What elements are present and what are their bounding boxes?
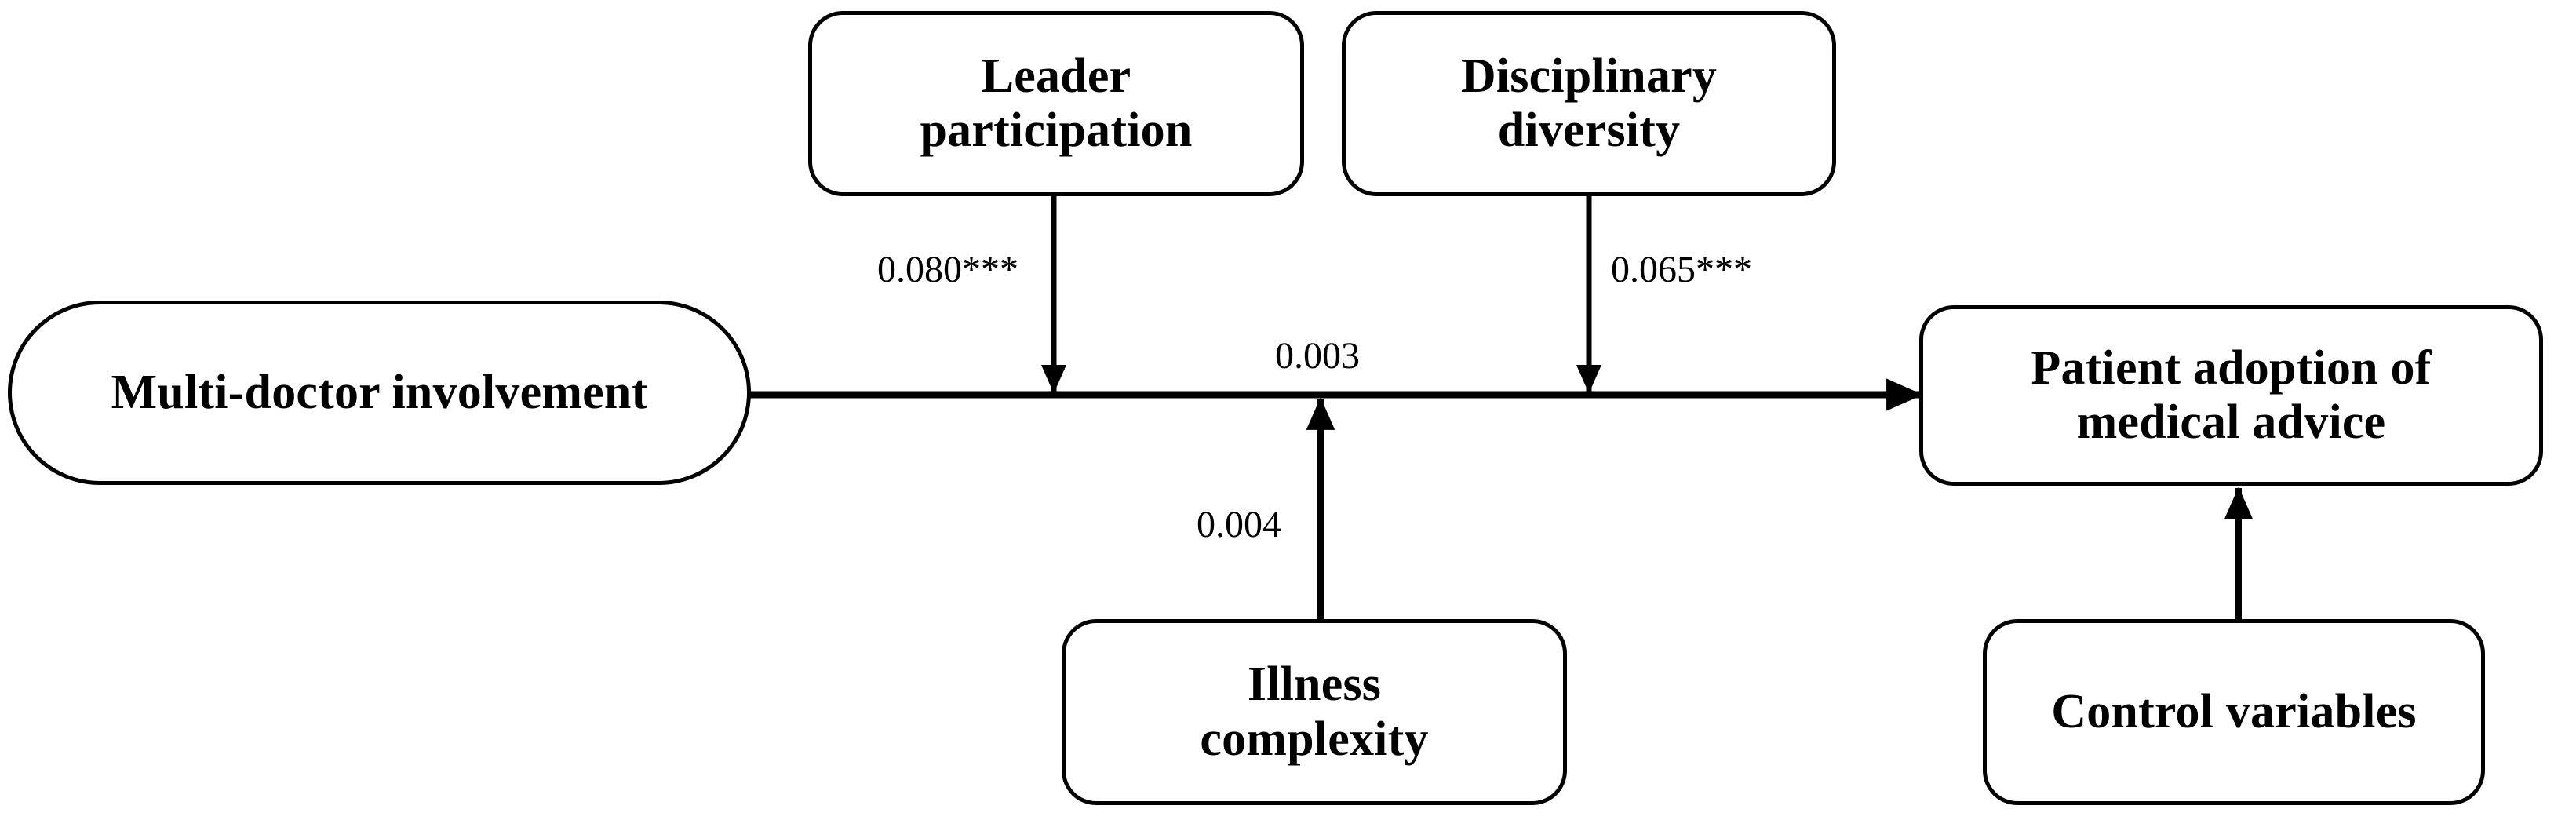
edge-label-disciplinary-diversity-coefficient: 0.065***	[1611, 249, 1752, 290]
node-label-patient-adoption-of-medical-advice: Patient adoption of medical advice	[2031, 341, 2432, 449]
node-label-control-variables: Control variables	[2051, 684, 2417, 738]
node-multi-doctor-involvement[interactable]: Multi-doctor involvement	[8, 301, 751, 485]
edge-label-leader-participation-coefficient: 0.080***	[877, 249, 1018, 290]
edge-label-main-path-coefficient: 0.003	[1275, 335, 1360, 377]
node-label-illness-complexity: Illness complexity	[1200, 658, 1429, 766]
node-illness-complexity[interactable]: Illness complexity	[1062, 619, 1567, 805]
node-leader-participation[interactable]: Leader participation	[808, 11, 1304, 196]
node-label-multi-doctor-involvement: Multi-doctor involvement	[111, 365, 648, 419]
node-label-disciplinary-diversity: Disciplinary diversity	[1460, 49, 1718, 157]
edge-label-illness-complexity-coefficient: 0.004	[1197, 504, 1281, 545]
node-label-leader-participation: Leader participation	[920, 49, 1193, 157]
node-patient-adoption-of-medical-advice[interactable]: Patient adoption of medical advice	[1919, 305, 2543, 486]
node-control-variables[interactable]: Control variables	[1983, 619, 2485, 805]
node-disciplinary-diversity[interactable]: Disciplinary diversity	[1342, 11, 1836, 196]
